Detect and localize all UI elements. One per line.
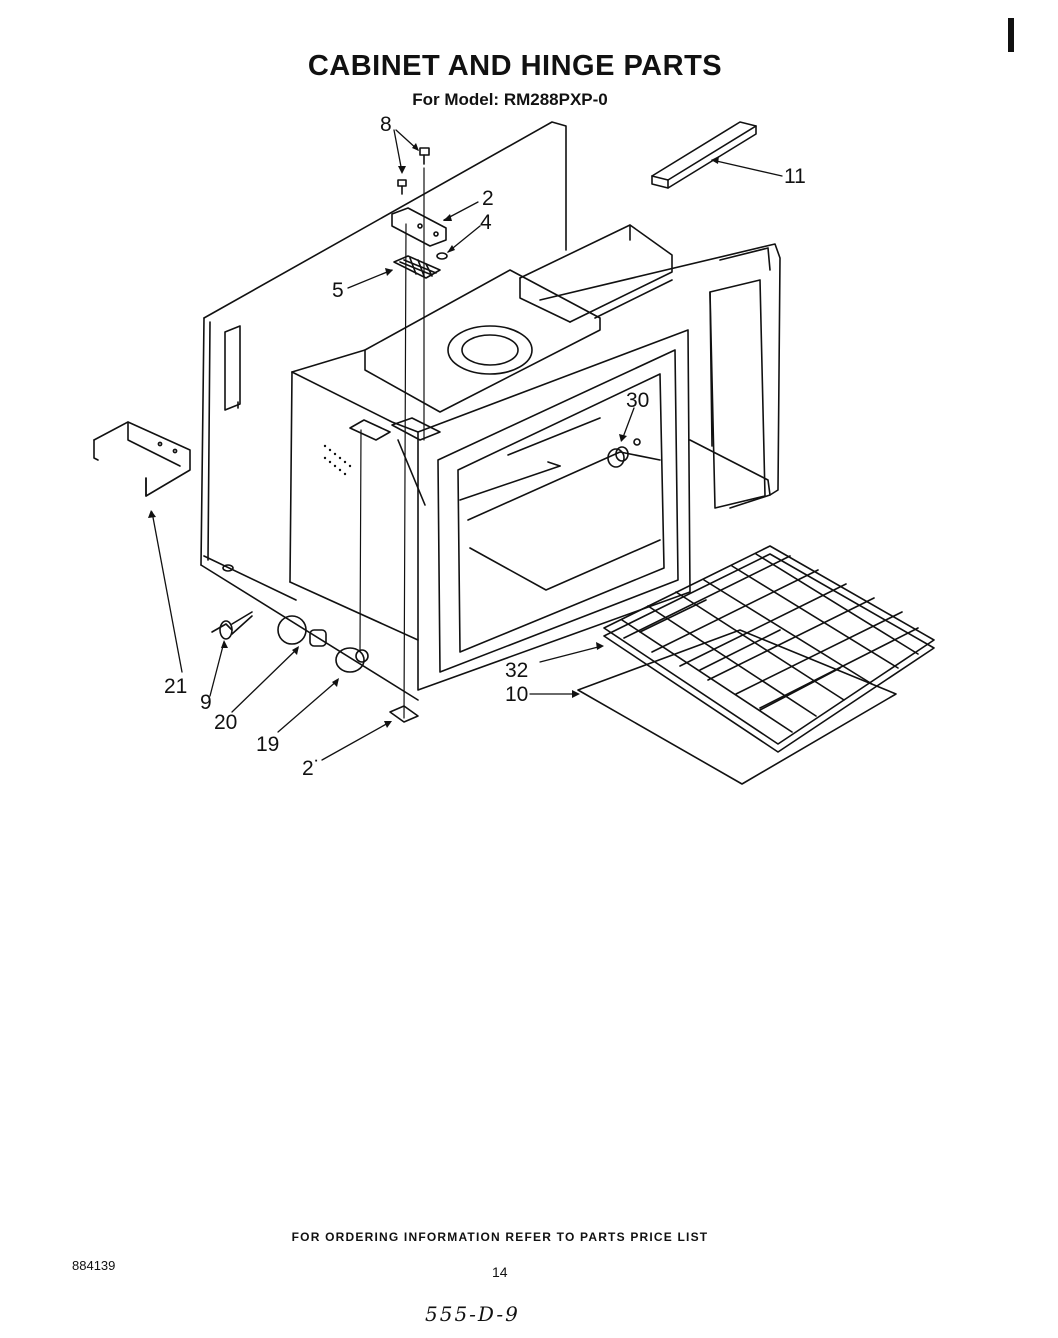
bulb-20	[277, 615, 327, 647]
oven-cavity-top	[364, 269, 601, 413]
magnetron-housing	[519, 224, 673, 323]
handwritten-note: 555-D-9	[425, 1302, 520, 1326]
washer-4	[436, 252, 448, 260]
callout-2: 2	[482, 187, 494, 210]
callout-32: 32	[505, 659, 529, 682]
glass-tray-10	[577, 629, 897, 785]
ordering-info-note: FOR ORDERING INFORMATION REFER TO PARTS …	[291, 1230, 709, 1244]
bottom-hinge	[389, 705, 419, 723]
callout-21-lower: 2˙	[302, 757, 321, 780]
oven-rack-32	[603, 545, 935, 753]
callout-9: 9	[200, 691, 212, 714]
callout-19: 19	[256, 733, 280, 756]
latch-knob-30	[607, 438, 641, 468]
page-number: 14	[492, 1264, 508, 1280]
oven-cavity	[289, 329, 691, 691]
lamp-holder-19	[335, 647, 369, 673]
page-title: CABINET AND HINGE PARTS	[307, 50, 723, 82]
callout-8: 8	[380, 113, 392, 136]
vent-screen-5	[393, 255, 441, 279]
callout-21: 21	[164, 675, 188, 698]
margin-mark	[1008, 18, 1014, 52]
screw-8b	[419, 147, 430, 165]
callout-20: 20	[214, 711, 238, 734]
callout-11: 11	[784, 165, 806, 188]
callout-5: 5	[332, 279, 344, 302]
lamp-socket-9	[211, 611, 253, 640]
leader-arrowheads	[148, 143, 719, 728]
callout-30: 30	[626, 389, 650, 412]
screw-8a	[397, 179, 407, 195]
leader-lines	[151, 129, 783, 761]
hinge-plate	[349, 417, 441, 506]
bracket-21	[93, 421, 191, 497]
model-subtitle: For Model: RM288PXP-0	[412, 90, 608, 109]
document-number: 884139	[72, 1258, 116, 1273]
callout-4: 4	[480, 211, 492, 234]
hinge-part-2	[391, 207, 447, 247]
rail-11	[651, 121, 757, 189]
callout-10: 10	[505, 683, 529, 706]
